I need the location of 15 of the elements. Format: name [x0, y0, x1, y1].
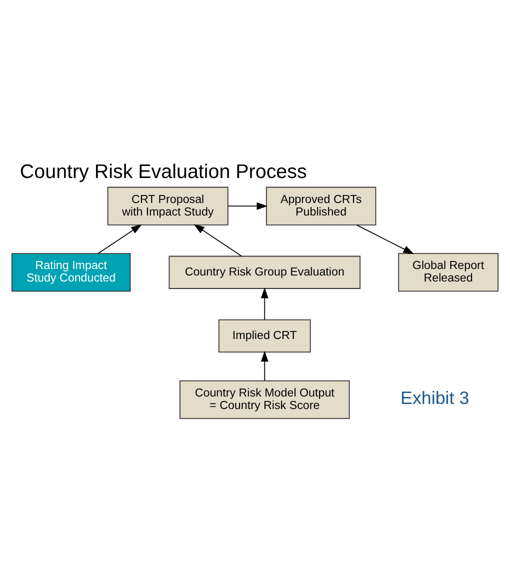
node-box: CRT Proposal with Impact Study: [107, 186, 228, 225]
node-box: Country Risk Group Evaluation: [168, 255, 360, 288]
label: Exhibit 3: [400, 388, 470, 408]
arrow: [194, 224, 242, 256]
arrow: [260, 350, 268, 380]
arrow: [98, 224, 142, 254]
node-box: Rating Impact Study Conducted: [12, 252, 131, 292]
node-box: Country Risk Model Output = Country Risk Score: [180, 380, 350, 418]
node-box: Global Report Released: [398, 252, 498, 292]
node-box: Implied CRT: [218, 318, 311, 352]
arrow: [356, 224, 414, 254]
arrow: [228, 202, 268, 210]
arrow: [260, 286, 268, 320]
node-box: Approved CRTs Published: [266, 186, 376, 225]
diagram-title: Country Risk Evaluation Process: [20, 160, 307, 182]
